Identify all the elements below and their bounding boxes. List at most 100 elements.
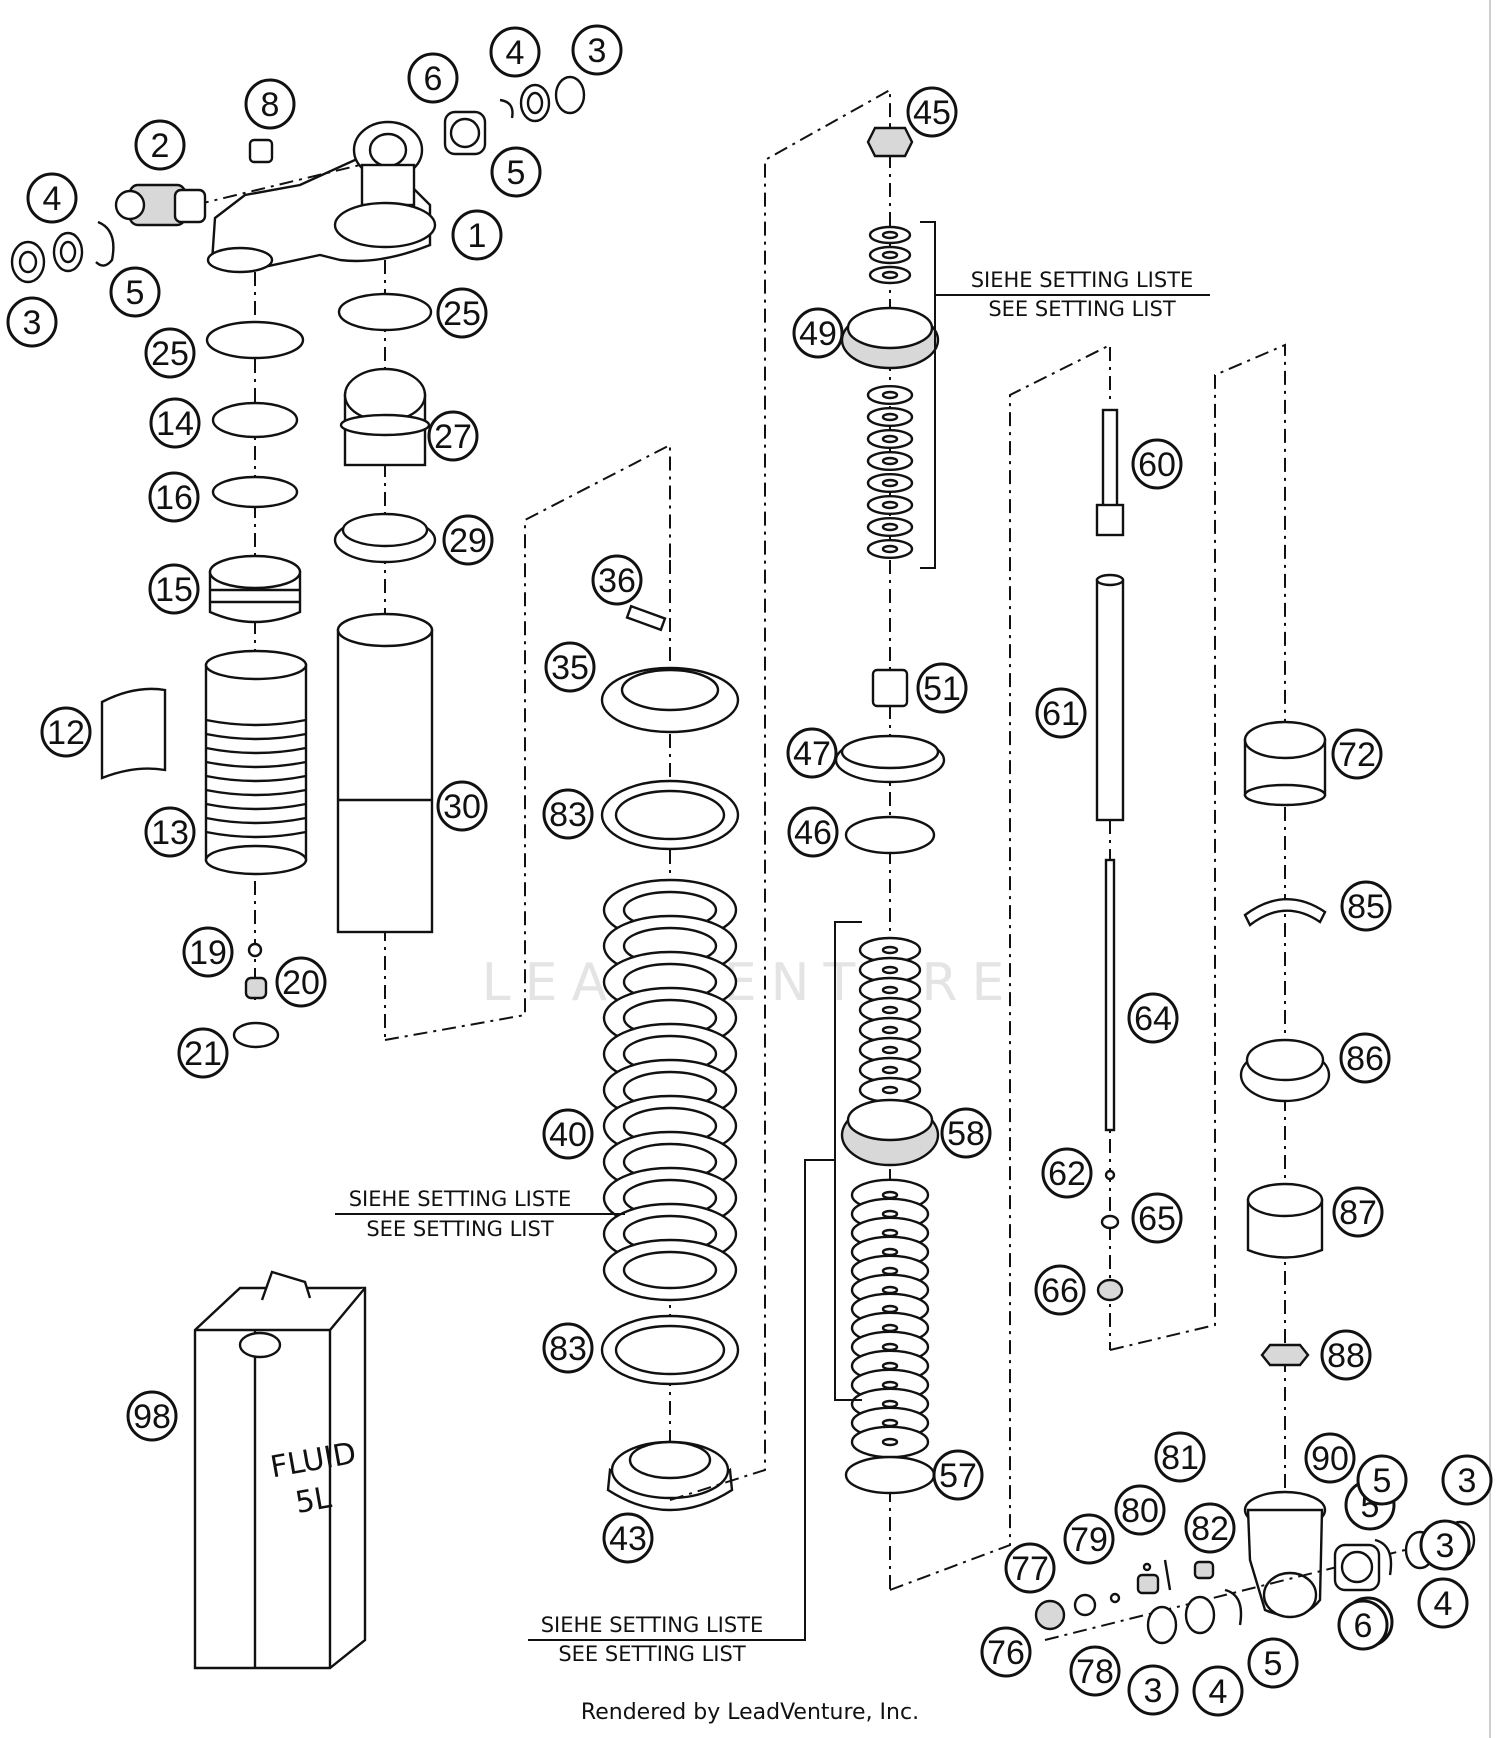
callout-number: 25	[443, 295, 481, 333]
shim-hole	[881, 250, 899, 260]
part-85-circlip	[1243, 898, 1327, 927]
callout-number: 66	[1041, 1272, 1079, 1310]
callout-30: 30	[436, 780, 488, 832]
part-82-screw	[1193, 1560, 1215, 1580]
callout-number: 5	[126, 274, 145, 312]
left-eye-hardware	[10, 220, 115, 284]
note-bottom-center: SIEHE SETTING LISTE SEE SETTING LIST	[541, 1613, 764, 1666]
shim-hole	[881, 230, 899, 240]
part-60-shaft	[1095, 408, 1125, 537]
callout-4: 4	[1417, 1577, 1469, 1629]
note-line2: SEE SETTING LIST	[366, 1217, 554, 1241]
note-top-right: SIEHE SETTING LISTE SEE SETTING LIST	[971, 268, 1194, 321]
callout-number: 25	[151, 335, 189, 373]
part-12-label	[100, 687, 167, 780]
part-25-ring-right	[337, 292, 433, 332]
shim-hole	[881, 1065, 899, 1075]
callout-5: 5	[1356, 1454, 1408, 1506]
callout-number: 82	[1191, 1510, 1229, 1548]
callout-number: 16	[155, 479, 193, 517]
ring-5-right	[1374, 1538, 1393, 1576]
callout-number: 21	[184, 1035, 222, 1073]
callout-4: 4	[489, 26, 541, 78]
part-98-fluid-can: FLUID 5L	[193, 1270, 367, 1670]
callout-79: 79	[1063, 1513, 1115, 1565]
part-77-ring	[1073, 1593, 1097, 1617]
callout-number: 36	[598, 562, 636, 600]
part-36-bolt	[625, 604, 667, 632]
callout-number: 30	[443, 788, 481, 826]
shim-hole	[881, 1209, 899, 1219]
callout-number: 88	[1327, 1337, 1365, 1375]
callout-61: 61	[1035, 687, 1087, 739]
callout-number: 57	[939, 1457, 977, 1495]
callout-5: 5	[1247, 1637, 1299, 1689]
part-65-washer	[1100, 1214, 1120, 1230]
callout-number: 14	[156, 405, 194, 443]
callout-number: 3	[588, 32, 607, 70]
callout-82: 82	[1184, 1502, 1236, 1554]
callout-4: 4	[1192, 1665, 1244, 1717]
callout-98: 98	[126, 1390, 178, 1442]
can-label-line2: 5L	[293, 1480, 335, 1521]
callout-64: 64	[1127, 992, 1179, 1044]
callout-number: 83	[549, 796, 587, 834]
part-2-adjuster	[114, 183, 207, 227]
bracket-top	[920, 221, 936, 569]
washer-3-lower	[1146, 1605, 1178, 1645]
shim-hole	[881, 1190, 899, 1200]
callout-47: 47	[786, 727, 838, 779]
part-40-spring	[602, 878, 738, 1302]
callout-number: 5	[507, 154, 526, 192]
shim-hole	[881, 1361, 899, 1371]
callout-83: 83	[542, 788, 594, 840]
callout-number: 72	[1338, 736, 1376, 774]
callout-85: 85	[1340, 880, 1392, 932]
callout-number: 87	[1339, 1194, 1377, 1232]
callout-number: 81	[1161, 1439, 1199, 1477]
note-line1: SIEHE SETTING LISTE	[971, 268, 1194, 292]
callout-number: 6	[424, 60, 443, 98]
shim-hole	[881, 390, 899, 400]
callout-number: 29	[449, 522, 487, 560]
part-57-washer	[844, 1455, 936, 1495]
base-group-outline	[1109, 343, 1286, 1351]
callout-number: 3	[1458, 1462, 1477, 1500]
callout-25: 25	[436, 287, 488, 339]
callout-78: 78	[1069, 1645, 1121, 1697]
callout-16: 16	[148, 471, 200, 523]
callout-66: 66	[1034, 1264, 1086, 1316]
callout-number: 65	[1138, 1200, 1176, 1238]
part-49-piston	[840, 306, 940, 370]
callout-49: 49	[792, 307, 844, 359]
callout-76: 76	[980, 1626, 1032, 1678]
part-8-plug	[248, 138, 274, 164]
callout-20: 20	[275, 956, 327, 1008]
callout-number: 86	[1346, 1040, 1384, 1078]
part-90-bottom-eye	[1243, 1490, 1327, 1619]
part-76-knob	[1034, 1599, 1066, 1631]
callout-62: 62	[1041, 1147, 1093, 1199]
part-25-ring	[205, 320, 305, 360]
shim-hole	[881, 1323, 899, 1333]
callout-14: 14	[149, 397, 201, 449]
shim-hole	[881, 1025, 899, 1035]
bellows-rib	[205, 816, 307, 825]
callout-19: 19	[182, 926, 234, 978]
shim-hole	[881, 434, 899, 444]
part-47-ring	[834, 734, 946, 784]
callout-number: 3	[23, 304, 42, 342]
shim-hole	[881, 270, 899, 280]
rod-group-outline	[889, 343, 1111, 1591]
callout-3: 3	[1441, 1454, 1493, 1506]
callout-12: 12	[40, 706, 92, 758]
callout-number: 4	[1434, 1585, 1453, 1623]
part-46-ring	[844, 815, 936, 855]
shim-hole	[881, 500, 899, 510]
part-64-needle	[1104, 858, 1116, 1132]
bellows-rib	[205, 774, 307, 783]
part-62-oring	[1104, 1169, 1116, 1181]
callout-number: 58	[947, 1115, 985, 1153]
shim-hole	[881, 1304, 899, 1314]
callout-number: 45	[913, 94, 951, 132]
